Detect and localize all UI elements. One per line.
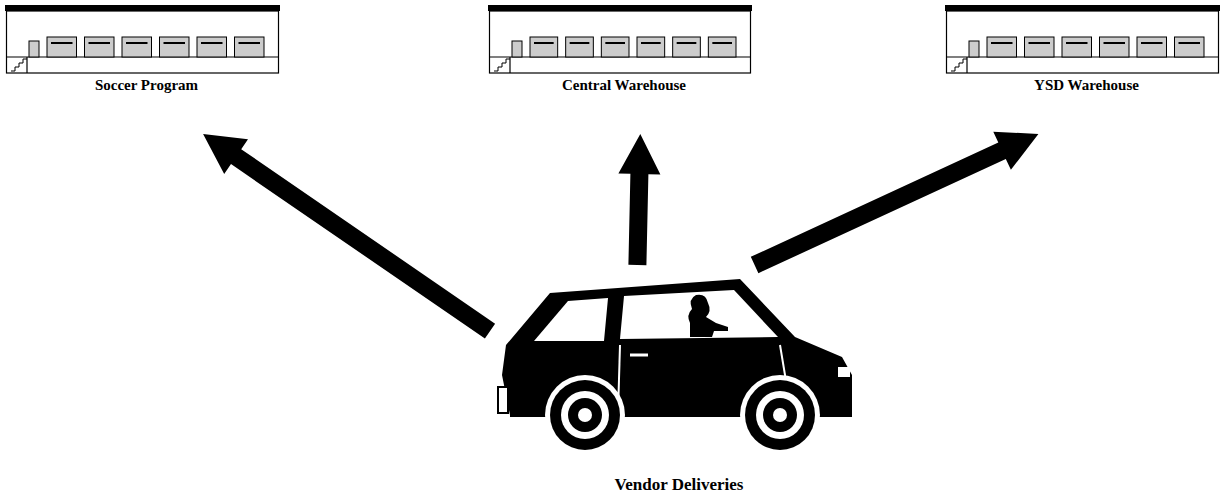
car-illustration: [490, 265, 860, 460]
node-label: Central Warehouse: [488, 77, 760, 94]
warehouse-node: Central Warehouse: [488, 5, 760, 134]
delivery-arrow: [618, 134, 660, 265]
warehouse-illustration: [488, 5, 752, 75]
delivery-arrow: [751, 132, 1039, 274]
vendor-node: Vendor Deliveries: [490, 265, 868, 501]
delivery-arrow: [203, 134, 495, 339]
node-label: Soccer Program: [5, 77, 288, 94]
node-label: Vendor Deliveries: [490, 475, 868, 495]
warehouse-node: YSD Warehouse: [945, 5, 1225, 134]
node-label: YSD Warehouse: [945, 77, 1225, 94]
warehouse-illustration: [5, 5, 280, 75]
warehouse-illustration: [945, 5, 1220, 75]
warehouse-node: Soccer Program: [5, 5, 288, 134]
